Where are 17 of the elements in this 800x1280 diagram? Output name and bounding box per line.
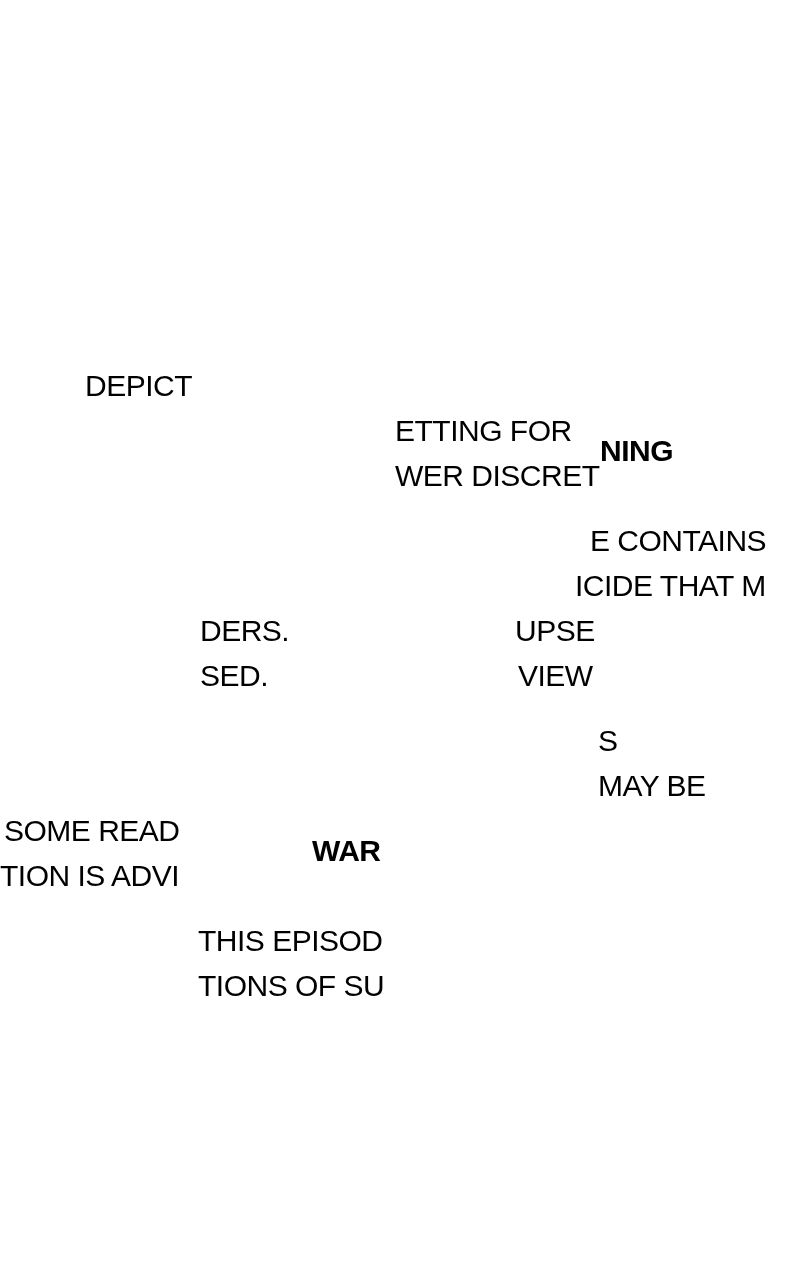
warning-text-fragment: DERS. <box>200 613 290 649</box>
warning-text-fragment: THIS EPISOD <box>198 923 383 959</box>
warning-text-fragment: TION IS ADVI <box>0 858 180 894</box>
warning-text-fragment: WER DISCRET <box>395 458 600 494</box>
warning-text-fragment: SOME READ <box>4 813 180 849</box>
warning-text-fragment: SED. <box>200 658 269 694</box>
warning-text-fragment: VIEW <box>518 658 593 694</box>
warning-text-fragment: E CONTAINS <box>590 523 767 559</box>
warning-text-fragment: DEPICT <box>85 368 192 404</box>
warning-text-fragment: ICIDE THAT M <box>575 568 766 604</box>
warning-heading-fragment: NING <box>600 433 673 469</box>
warning-text-fragment: S <box>598 723 618 759</box>
warning-text-fragment: ETTING FOR <box>395 413 572 449</box>
warning-heading-fragment: WAR <box>312 833 381 869</box>
warning-text-fragment: MAY BE <box>598 768 706 804</box>
warning-text-fragment: UPSE <box>515 613 595 649</box>
warning-text-fragment: TIONS OF SU <box>198 968 385 1004</box>
